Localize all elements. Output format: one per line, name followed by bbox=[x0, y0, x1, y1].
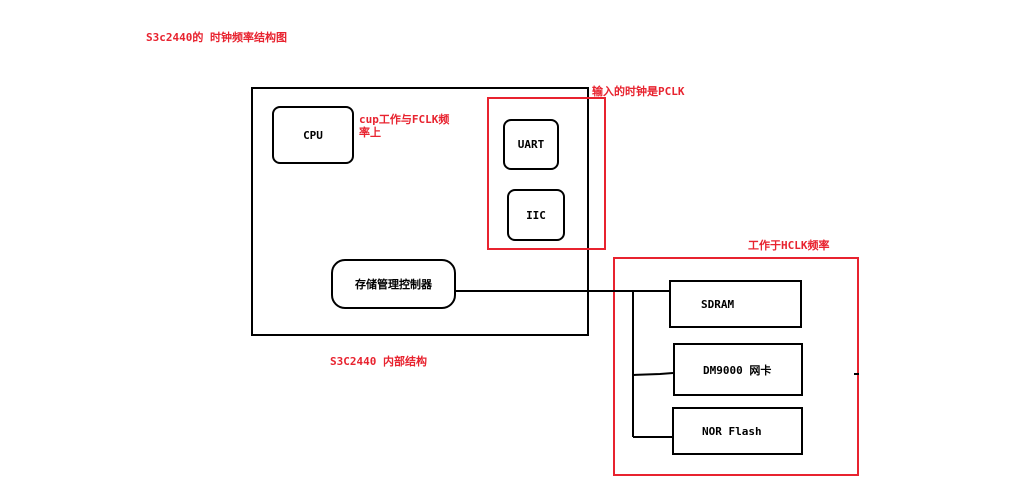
cpu-clock-note: cup工作与FCLK频率上 bbox=[359, 113, 450, 139]
nor-flash-box: NOR Flash bbox=[672, 407, 803, 455]
hclk-group-box bbox=[613, 257, 859, 476]
uart-label: UART bbox=[517, 138, 545, 151]
pclk-group-box bbox=[487, 97, 606, 250]
cpu-label: CPU bbox=[303, 128, 323, 142]
sdram-label: SDRAM bbox=[701, 297, 735, 311]
memory-controller-box: 存储管理控制器 bbox=[331, 259, 456, 309]
diagram-title: S3c2440的 时钟频率结构图 bbox=[146, 31, 287, 44]
sdram-box: SDRAM bbox=[669, 280, 802, 328]
uart-box: UART bbox=[503, 119, 559, 170]
nor-flash-label: NOR Flash bbox=[702, 424, 762, 438]
soc-box bbox=[251, 87, 589, 336]
cpu-box: CPU bbox=[272, 106, 354, 164]
bus-branch-dm9000 bbox=[632, 372, 674, 376]
pclk-group-label: 输入的时钟是PCLK bbox=[592, 85, 685, 98]
memory-controller-label: 存储管理控制器 bbox=[355, 278, 432, 291]
dm9000-box: DM9000 网卡 bbox=[673, 343, 803, 396]
dm9000-label: DM9000 网卡 bbox=[703, 363, 772, 377]
iic-label: IIC bbox=[526, 208, 546, 222]
iic-box: IIC bbox=[507, 189, 565, 241]
soc-caption: S3C2440 内部结构 bbox=[330, 355, 427, 368]
hclk-group-label: 工作于HCLK频率 bbox=[748, 239, 830, 252]
